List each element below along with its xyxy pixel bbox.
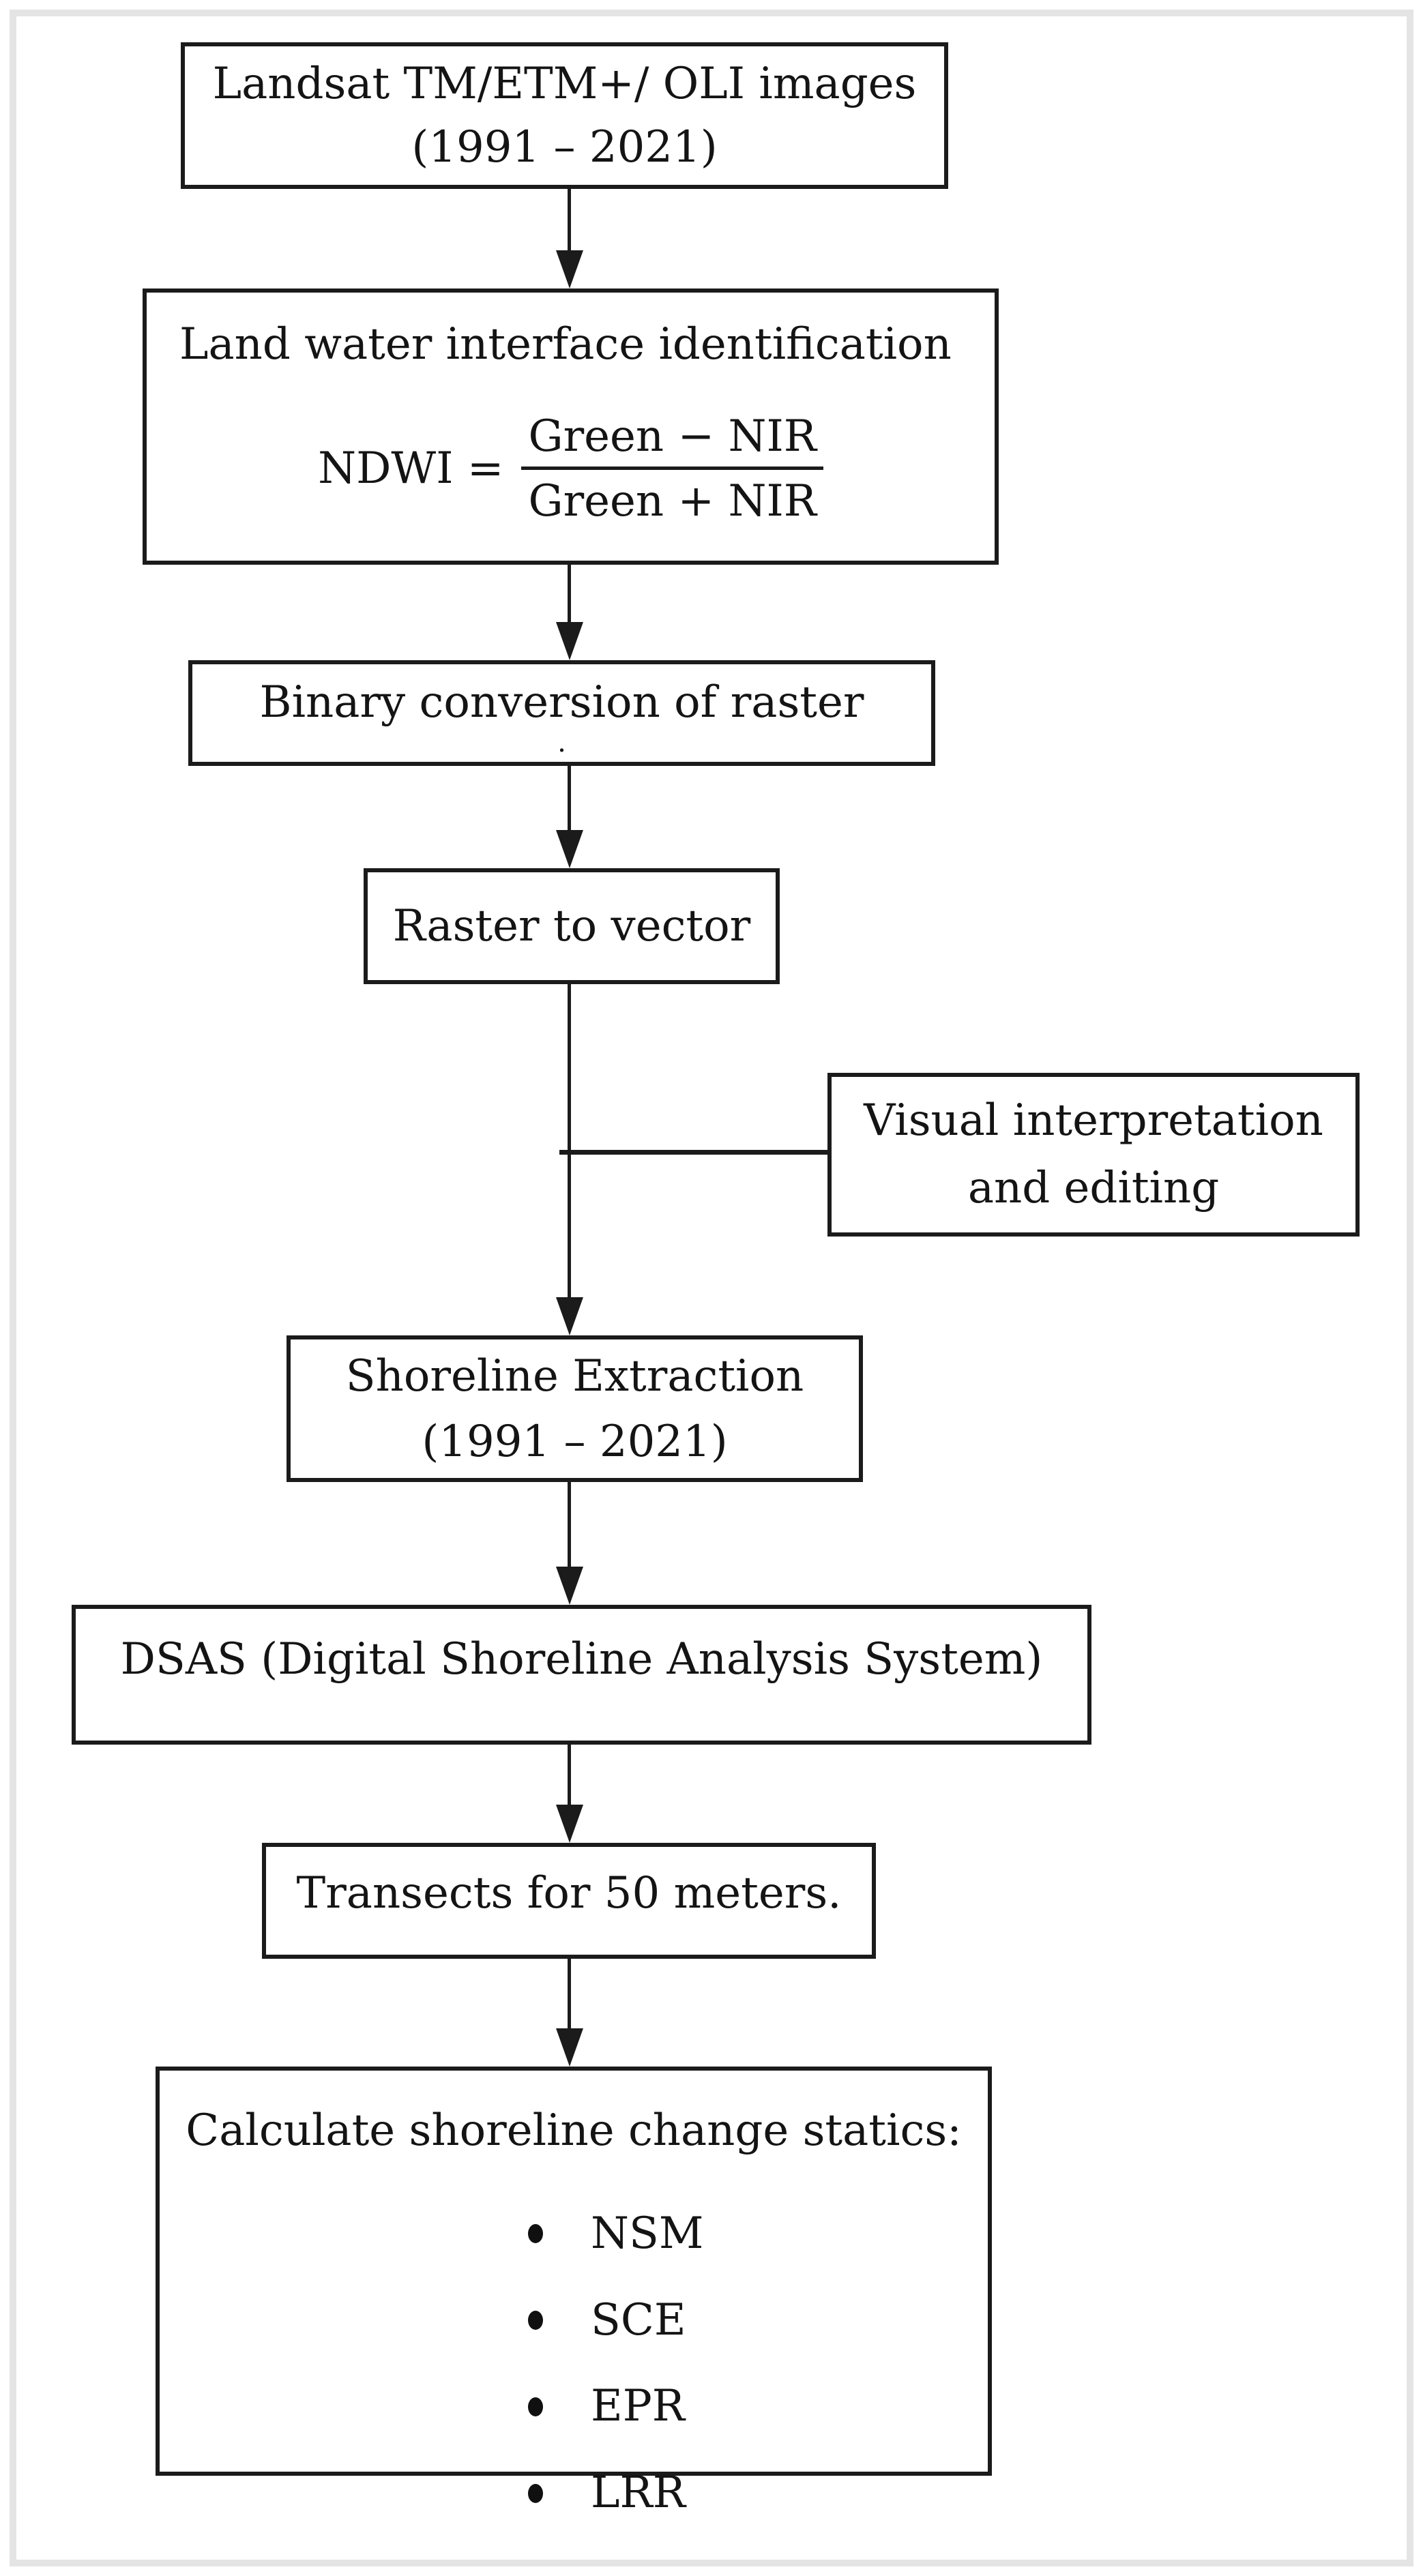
bullet-label: LRR [591,2468,686,2519]
equation-lhs: NDWI = [318,443,504,494]
arrowhead-dsas [556,1567,583,1605]
node-raster-label: Raster to vector [392,900,751,951]
connector-binary-raster [568,766,571,830]
list-item: EPR [528,2375,988,2438]
node-shoreline-line1: Shoreline Extraction [345,1350,804,1402]
bullet-icon [528,2224,543,2244]
node-shoreline-extraction: Shoreline Extraction (1991 – 2021) [287,1335,863,1482]
list-item: NSM [528,2202,988,2266]
arrowhead-binary [556,622,583,660]
node-landsat-images: Landsat TM/ETM+/ OLI images (1991 – 2021… [181,42,948,189]
node-transects: Transects for 50 meters. [262,1843,876,1959]
node-land-water-identification: Land water interface identification NDWI… [143,288,999,565]
node-landwater-heading: Land water interface identification [179,319,952,370]
list-item: SCE [528,2289,988,2352]
figure-frame [10,10,1413,2566]
bullet-label: SCE [591,2294,686,2345]
bullet-icon [528,2397,543,2416]
connector-dsas-transects [568,1745,571,1805]
branch-visual-connector [559,1150,827,1155]
connector-raster-shoreline [568,984,571,1297]
bullet-icon [528,2483,543,2503]
node-calculate-heading: Calculate shoreline change statics: [186,2105,962,2156]
node-visual-line2: and editing [967,1163,1220,1213]
connector-shoreline-dsas [568,1482,571,1567]
node-landsat-line2: (1991 – 2021) [411,121,718,173]
equation-numerator: Green − NIR [528,411,817,462]
bullet-label: NSM [591,2208,704,2259]
connector-landwater-binary [568,565,571,622]
node-raster-to-vector: Raster to vector [364,868,780,984]
node-shoreline-line2: (1991 – 2021) [422,1416,728,1467]
arrowhead-transects [556,1805,583,1843]
connector-landsat-landwater [568,189,571,250]
node-landsat-line1: Landsat TM/ETM+/ OLI images [212,58,917,109]
bullet-label: EPR [591,2381,685,2432]
arrowhead-raster [556,830,583,868]
node-calculate-statistics: Calculate shoreline change statics: NSM … [156,2067,992,2518]
node-transects-label: Transects for 50 meters. [296,1868,842,1919]
arrowhead-landwater [556,250,583,288]
node-visual-interpretation: Visual interpretation and editing [827,1073,1360,1237]
arrowhead-shoreline [556,1297,583,1335]
node-binary-conversion: Binary conversion of raster . [188,660,935,766]
node-binary-stray-period: . [557,726,566,758]
list-item: LRR [528,2461,988,2525]
bullet-icon [528,2310,543,2330]
equation-denominator: Green + NIR [521,466,823,529]
node-binary-label: Binary conversion of raster [259,677,864,728]
equation-fraction: Green − NIR Green + NIR [521,409,823,529]
statistics-bullet-list: NSM SCE EPR LRR [160,2202,988,2525]
arrowhead-calculate [556,2028,583,2067]
connector-transects-calculate [568,1959,571,2028]
node-dsas: DSAS (Digital Shoreline Analysis System) [72,1605,1091,1745]
ndwi-equation: NDWI = Green − NIR Green + NIR [147,409,995,529]
node-visual-line1: Visual interpretation [864,1095,1323,1146]
node-dsas-label: DSAS (Digital Shoreline Analysis System) [120,1634,1043,1685]
